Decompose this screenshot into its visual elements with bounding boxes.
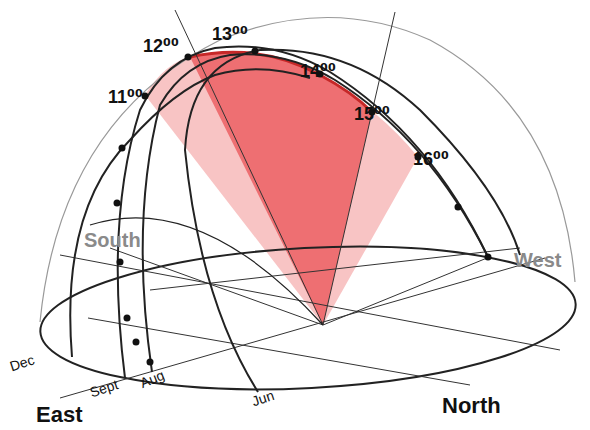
hour-label: 15⁰⁰ <box>354 105 390 123</box>
direction-label: West <box>514 250 561 270</box>
hour-label: 12⁰⁰ <box>143 37 179 55</box>
hour-label: 13⁰⁰ <box>212 25 248 43</box>
ground-grid <box>60 10 560 398</box>
month-label: Sept <box>88 377 120 399</box>
direction-label: South <box>84 230 141 250</box>
hour-label: 14⁰⁰ <box>300 62 336 80</box>
dome-outline <box>40 18 575 323</box>
sun-paths <box>70 46 520 392</box>
month-label: Dec <box>8 352 36 373</box>
direction-label: East <box>36 404 82 426</box>
hour-label: 11⁰⁰ <box>108 88 143 106</box>
month-label: Aug <box>138 368 166 390</box>
month-label: Jun <box>250 388 276 408</box>
hour-dots <box>114 48 492 366</box>
hour-label: 16⁰⁰ <box>413 150 449 168</box>
direction-label: North <box>442 395 501 417</box>
horizon-ellipse <box>37 234 580 402</box>
